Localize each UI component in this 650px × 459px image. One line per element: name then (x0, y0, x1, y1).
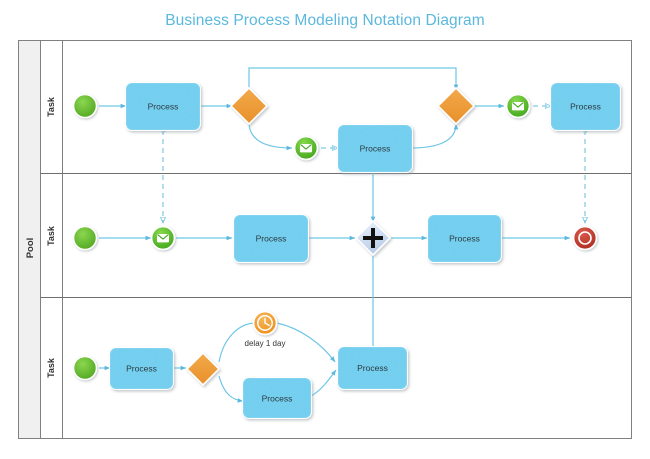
envelope-icon (512, 102, 524, 111)
lane1-process-2-label: Process (360, 144, 391, 154)
lane3-process-1-label: Process (126, 364, 157, 374)
lane-label-3: Task (46, 357, 56, 378)
envelope-icon (300, 144, 312, 153)
lane3-timer-event[interactable]: delay 1 day (245, 310, 286, 349)
lane1-message-event-1[interactable] (293, 135, 319, 161)
lane2-parallel-gateway[interactable] (354, 219, 392, 257)
lane1-message-event-2[interactable] (505, 93, 531, 119)
lane1-start-event[interactable] (72, 93, 98, 119)
lane2-message-event-1[interactable] (150, 225, 176, 251)
lane3-process-3-label: Process (357, 363, 388, 373)
flow-lane3-process2-to-process3 (310, 369, 337, 397)
lane3-process-2-label: Process (262, 394, 293, 404)
lane1-process-1-label: Process (148, 102, 179, 112)
lane2-end-event[interactable] (572, 225, 598, 251)
lane3-exclusive-gateway-1[interactable] (185, 351, 221, 387)
lane2-process-2-label: Process (449, 234, 480, 244)
lane3-timer-event-label: delay 1 day (245, 339, 286, 348)
lane3-process-3[interactable]: Process (337, 346, 408, 390)
lane1-process-2[interactable]: Process (337, 124, 413, 173)
lane1-process-3-label: Process (570, 102, 601, 112)
pool-label: Pool (25, 238, 36, 259)
flow-gateway1-to-gateway2-top (248, 67, 459, 90)
lane1-exclusive-gateway-1[interactable] (229, 86, 269, 126)
lane3-process-2[interactable]: Process (242, 377, 312, 419)
lane3-connectors (99, 322, 337, 403)
flow-lane3-timer-to-process3 (276, 322, 336, 363)
lane2-start-event[interactable] (72, 225, 98, 251)
flow-lane3-gateway-to-timer (218, 322, 255, 363)
envelope-icon (157, 234, 169, 243)
lane3-process-1[interactable]: Process (109, 347, 174, 390)
lane1-connectors (99, 67, 504, 151)
page-title: Business Process Modeling Notation Diagr… (165, 12, 485, 29)
lane1-process-1[interactable]: Process (125, 82, 201, 131)
flow-lane3-gateway-to-process2 (218, 375, 244, 403)
lane1-exclusive-gateway-2[interactable] (436, 86, 476, 126)
lane2-connectors (99, 235, 570, 350)
lane2-process-2[interactable]: Process (427, 214, 502, 263)
lane2-process-1[interactable]: Process (233, 214, 309, 263)
flow-gateway1-to-message1 (248, 121, 293, 151)
plus-icon (363, 228, 383, 248)
lane-header-column (40, 40, 63, 439)
lane-label-1: Task (46, 96, 56, 117)
clock-icon (257, 315, 273, 331)
lane1-process-3[interactable]: Process (550, 82, 621, 131)
flow-process2-to-gateway2 (410, 123, 459, 149)
lane3-start-event[interactable] (72, 355, 98, 381)
lane-label-2: Task (46, 225, 56, 246)
lane2-process-1-label: Process (256, 234, 287, 244)
